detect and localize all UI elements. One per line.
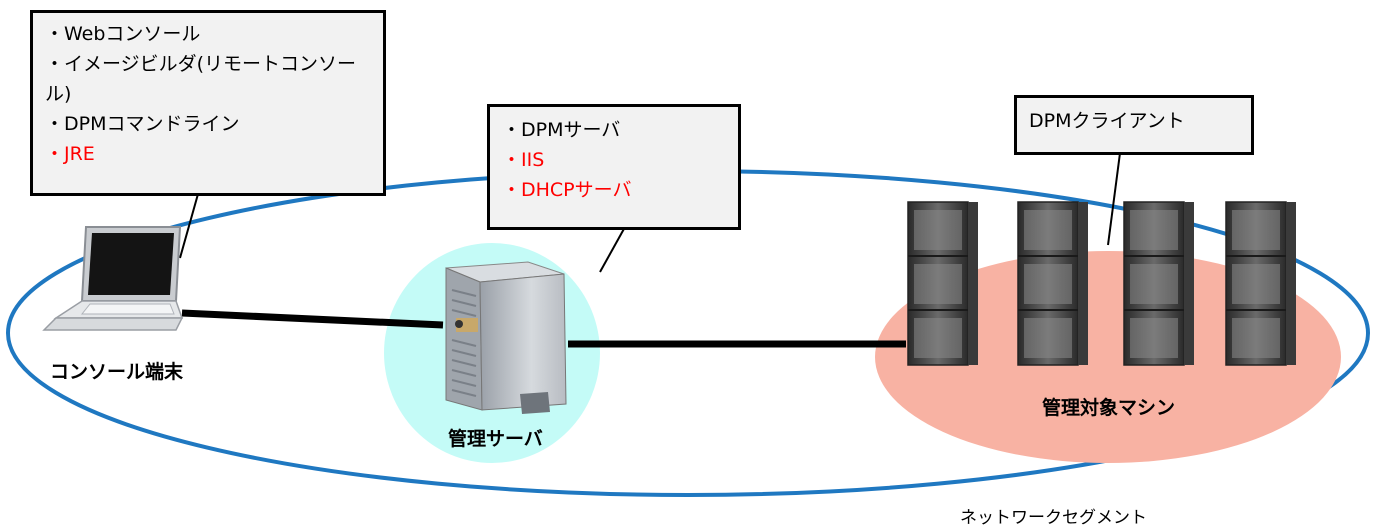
link-console-server bbox=[181, 309, 444, 329]
console-terminal-label: コンソール端末 bbox=[50, 361, 184, 383]
console-item-jre: ・JRE bbox=[45, 143, 95, 165]
client-software-callout: DPMクライアント bbox=[1014, 95, 1254, 155]
rack-server-icon-4 bbox=[1225, 201, 1296, 366]
server-item-dpmserver: ・DPMサーバ bbox=[502, 119, 621, 141]
rack-server-icon-1 bbox=[907, 201, 978, 366]
console-item-webconsole: ・Webコンソール bbox=[45, 23, 201, 45]
rack-server-icon-3 bbox=[1123, 201, 1194, 366]
laptop-icon bbox=[42, 226, 184, 331]
managed-machines-label: 管理対象マシン bbox=[1042, 397, 1176, 419]
rack-server-icon-2 bbox=[1017, 201, 1088, 366]
management-server-label: 管理サーバ bbox=[448, 428, 543, 450]
client-callout-pointer bbox=[1107, 152, 1121, 246]
client-item-dpmclient: DPMクライアント bbox=[1029, 110, 1185, 132]
console-item-commandline: ・DPMコマンドライン bbox=[45, 113, 240, 135]
server-item-dhcp: ・DHCPサーバ bbox=[502, 179, 632, 201]
console-item-imagebuilder: ・イメージビルダ(リモートコンソール) bbox=[45, 53, 357, 105]
tower-server-icon bbox=[445, 261, 567, 414]
server-software-callout: ・DPMサーバ ・IIS ・DHCPサーバ bbox=[487, 104, 741, 230]
network-segment-label: ネットワークセグメント bbox=[960, 508, 1147, 528]
server-item-iis: ・IIS bbox=[502, 149, 545, 171]
console-software-callout: ・Webコンソール ・イメージビルダ(リモートコンソール) ・DPMコマンドライ… bbox=[30, 10, 386, 196]
server-callout-pointer bbox=[599, 226, 626, 273]
console-callout-pointer bbox=[179, 193, 199, 259]
machine-zone bbox=[875, 251, 1341, 463]
